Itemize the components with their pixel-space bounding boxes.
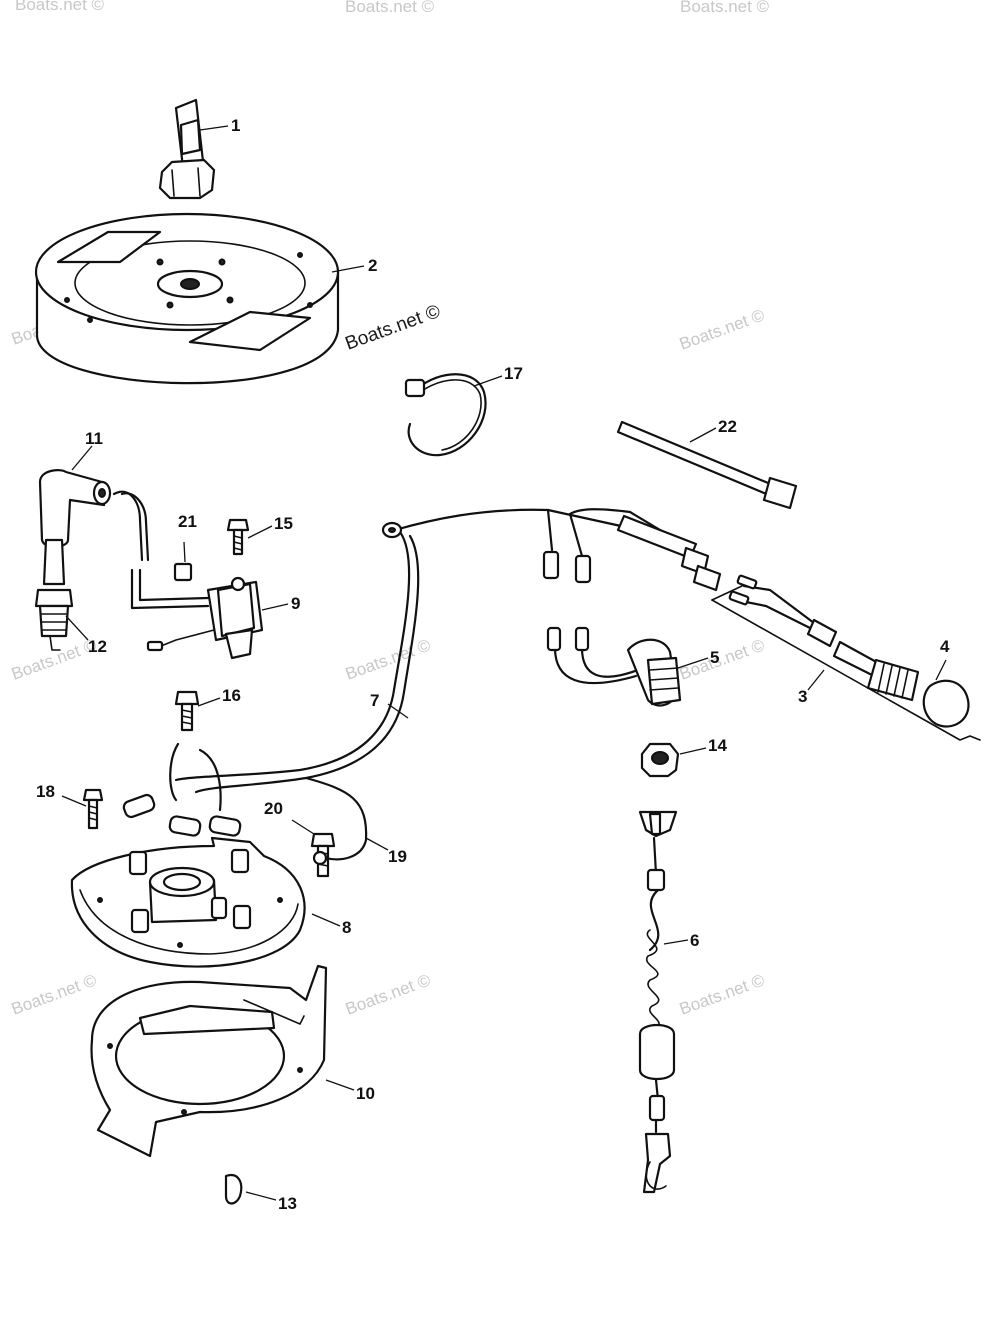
callout-7: 7 [370, 691, 379, 710]
watermark-center-1: Boats.net © [343, 301, 444, 355]
callout-2: 2 [368, 256, 377, 275]
callout-4: 4 [940, 637, 950, 656]
callout-numbers: 1 2 3 4 5 6 7 8 9 10 11 12 13 14 15 16 1… [36, 116, 950, 1213]
callout-22: 22 [718, 417, 737, 436]
watermark-top-left: Boats.net © [15, 0, 105, 14]
callout-14: 14 [708, 736, 727, 755]
part-4-stop-switch [866, 658, 970, 728]
part-15-bolt [226, 518, 250, 556]
watermark-left-2: Boats.net © [9, 635, 100, 683]
watermark-center-2: Boats.net © [343, 635, 434, 683]
part-5-lanyard-switch [546, 626, 682, 707]
callout-17: 17 [504, 364, 523, 383]
callout-15: 15 [274, 514, 293, 533]
leader-lines [61, 125, 947, 1201]
callout-6: 6 [690, 931, 699, 950]
callout-16: 16 [222, 686, 241, 705]
part-7-wiring-harness [122, 508, 722, 866]
callout-5: 5 [710, 648, 719, 667]
callout-19: 19 [388, 847, 407, 866]
callout-12: 12 [88, 637, 107, 656]
watermark-right-3: Boats.net © [677, 970, 768, 1018]
callout-10: 10 [356, 1084, 375, 1103]
watermark-top-right: Boats.net © [680, 0, 770, 16]
part-9-ignition-coil [112, 490, 264, 660]
callout-8: 8 [342, 918, 351, 937]
part-16-bolt [174, 690, 200, 732]
part-10-trigger-plate [90, 964, 328, 1158]
part-6-lanyard [638, 810, 678, 1194]
watermark-right-1: Boats.net © [677, 305, 768, 353]
callout-1: 1 [231, 116, 240, 135]
callout-18: 18 [36, 782, 55, 801]
part-22-cable-tie [616, 420, 798, 510]
part-2-flywheel [34, 212, 340, 385]
part-13-flywheel-key [224, 1174, 243, 1205]
part-21-spacer [173, 562, 193, 582]
watermark-right-2: Boats.net © [677, 635, 768, 683]
callout-11: 11 [85, 429, 103, 448]
callout-21: 21 [178, 512, 197, 531]
part-14-switch-nut [640, 742, 680, 778]
callout-13: 13 [278, 1194, 297, 1213]
part-3-stop-switch-lead [711, 574, 981, 741]
part-11-spark-plug-boot [38, 469, 112, 548]
part-12-spark-plug [34, 538, 74, 651]
watermark-center-3: Boats.net © [343, 970, 434, 1018]
part-18-screw [82, 788, 104, 830]
callout-9: 9 [291, 594, 300, 613]
callout-3: 3 [798, 687, 807, 706]
part-1-crankshaft-nut [158, 98, 216, 200]
watermark-top-center: Boats.net © [345, 0, 435, 16]
callout-20: 20 [264, 799, 283, 818]
watermark-left-3: Boats.net © [9, 970, 100, 1018]
part-17-clamp [404, 373, 487, 457]
part-8-stator-plate [70, 836, 306, 968]
